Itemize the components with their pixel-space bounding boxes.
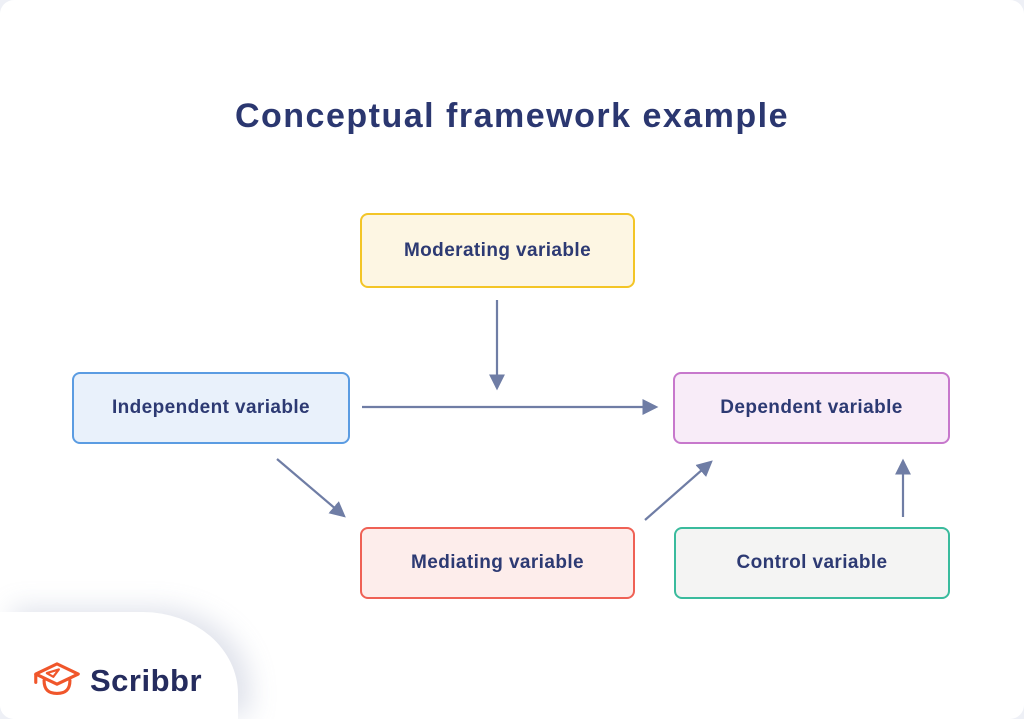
edge-mediating-to-dependent-arrow xyxy=(644,460,713,521)
scribbr-wordmark: Scribbr xyxy=(90,662,203,698)
node-dependent-variable: Dependent variable xyxy=(673,372,950,444)
node-label: Independent variable xyxy=(111,397,311,418)
scribbr-logo: Scribbr xyxy=(33,659,202,702)
node-label: Moderating variable xyxy=(403,239,592,261)
node-label: Mediating variable xyxy=(411,552,584,573)
edge-independent-to-mediating-arrow xyxy=(276,458,346,518)
node-control-variable: Control variable xyxy=(674,527,950,599)
node-independent-variable: Independent variable xyxy=(72,372,350,444)
node-label: Dependent variable xyxy=(720,397,903,418)
footer-logo-tab: Scribbr xyxy=(0,612,238,719)
graduation-cap-icon xyxy=(34,662,80,695)
node-moderating-variable: Moderating variable xyxy=(360,213,635,288)
page-title: Conceptual framework example xyxy=(234,97,790,135)
node-mediating-variable: Mediating variable xyxy=(360,527,635,599)
node-label: Control variable xyxy=(736,552,888,573)
